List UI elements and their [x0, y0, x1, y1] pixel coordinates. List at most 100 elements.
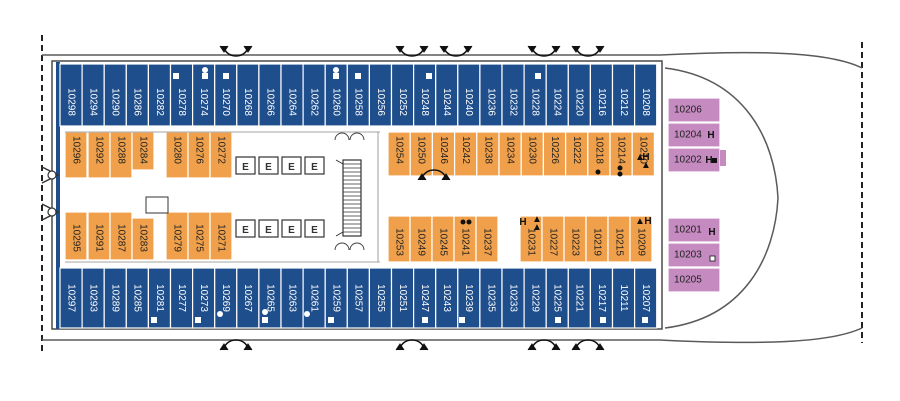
cabin-10273[interactable]: 10273	[192, 267, 216, 329]
cabin-10248[interactable]: 10248	[413, 63, 437, 127]
cabin-10291[interactable]: 10291	[87, 211, 111, 261]
cabin-10208[interactable]: 10208	[633, 63, 658, 127]
cabin-10292[interactable]: 10292	[87, 131, 111, 179]
stair-arrow-icon	[417, 169, 451, 181]
accessibility-marker	[223, 73, 229, 79]
cabin-10227[interactable]: 10227	[541, 215, 565, 263]
cabin-10294[interactable]: 10294	[81, 63, 105, 127]
cabin-10242[interactable]: 10242	[454, 131, 478, 177]
cabin-10222[interactable]: 10222	[564, 131, 589, 177]
cabin-10285[interactable]: 10285	[125, 267, 150, 329]
cabin-10244[interactable]: 10244	[435, 63, 459, 127]
suite-10204[interactable]: 10204	[667, 122, 721, 148]
cabin-10250[interactable]: 10250	[409, 131, 434, 177]
staircase	[335, 159, 362, 237]
cabin-10236[interactable]: 10236	[479, 63, 503, 127]
cabin-10257[interactable]: 10257	[346, 267, 370, 329]
cabin-10298[interactable]: 10298	[59, 63, 83, 127]
cabin-10283[interactable]: 10283	[131, 217, 155, 261]
cabin-10243[interactable]: 10243	[435, 267, 459, 329]
cabin-number: 10248	[419, 88, 430, 116]
cabin-10288[interactable]: 10288	[109, 131, 133, 179]
cabin-number: 10289	[110, 284, 121, 312]
suite-10206[interactable]: 10206	[667, 97, 721, 123]
cabin-10230[interactable]: 10230	[520, 131, 545, 177]
cabin-10234[interactable]: 10234	[498, 131, 522, 177]
cabin-number: 10226	[549, 136, 560, 164]
cabin-10210[interactable]: 10210	[631, 131, 656, 177]
cabin-10279[interactable]: 10279	[165, 211, 189, 261]
elevator-icon: E	[235, 219, 256, 238]
cabin-10225[interactable]: 10225	[545, 267, 569, 329]
cabin-10254[interactable]: 10254	[387, 131, 411, 177]
cabin-10253[interactable]: 10253	[387, 215, 411, 263]
cabin-10245[interactable]: 10245	[431, 215, 455, 263]
cabin-10235[interactable]: 10235	[479, 267, 503, 329]
cabin-10276[interactable]: 10276	[187, 131, 211, 179]
cabin-10218[interactable]: 10218	[587, 131, 611, 177]
elevator-icon: E	[258, 156, 279, 175]
cabin-10275[interactable]: 10275	[187, 211, 211, 261]
hearing-icon: H	[644, 216, 651, 227]
cabin-10293[interactable]: 10293	[81, 267, 105, 329]
cabin-10207[interactable]: 10207	[633, 267, 658, 329]
cabin-10266[interactable]: 10266	[258, 63, 282, 127]
cabin-10261[interactable]: 10261	[302, 267, 326, 329]
suite-10201[interactable]: 10201	[667, 217, 721, 243]
cabin-10220[interactable]: 10220	[567, 63, 591, 127]
cabin-10271[interactable]: 10271	[209, 211, 233, 261]
cabin-10280[interactable]: 10280	[165, 131, 189, 179]
cabin-number: 10216	[596, 88, 607, 116]
cabin-10212[interactable]: 10212	[611, 63, 636, 127]
cabin-10264[interactable]: 10264	[280, 63, 304, 127]
cabin-10252[interactable]: 10252	[390, 63, 415, 127]
cabin-10268[interactable]: 10268	[236, 63, 260, 127]
cabin-10209[interactable]: 10209	[629, 215, 653, 263]
cabin-10240[interactable]: 10240	[457, 63, 481, 127]
cabin-10289[interactable]: 10289	[103, 267, 127, 329]
cabin-10249[interactable]: 10249	[409, 215, 433, 263]
embarkation-arrow-icon	[395, 45, 429, 57]
cabin-10211[interactable]: 10211	[611, 267, 636, 329]
cabin-10284[interactable]: 10284	[131, 131, 155, 171]
suite-10203[interactable]: 10203	[667, 242, 721, 268]
cabin-10216[interactable]: 10216	[589, 63, 614, 127]
cabin-10224[interactable]: 10224	[545, 63, 569, 127]
suite-10205[interactable]: 10205	[667, 267, 721, 293]
cabin-10290[interactable]: 10290	[103, 63, 127, 127]
cabin-10238[interactable]: 10238	[476, 131, 500, 177]
cabin-10246[interactable]: 10246	[431, 131, 456, 177]
cabin-10237[interactable]: 10237	[475, 215, 499, 263]
cabin-10233[interactable]: 10233	[501, 267, 525, 329]
cabin-10267[interactable]: 10267	[236, 267, 260, 329]
cabin-10296[interactable]: 10296	[64, 131, 88, 179]
cabin-10232[interactable]: 10232	[501, 63, 525, 127]
cabin-10269[interactable]: 10269	[214, 267, 238, 329]
cabin-10256[interactable]: 10256	[368, 63, 393, 127]
accessibility-marker	[151, 317, 157, 323]
cabin-10241[interactable]: 10241	[453, 215, 477, 263]
cabin-10251[interactable]: 10251	[390, 267, 415, 329]
cabin-10272[interactable]: 10272	[209, 131, 233, 179]
cabin-number: 10229	[530, 284, 541, 312]
cabin-number: 10281	[154, 284, 165, 312]
cabin-10226[interactable]: 10226	[542, 131, 567, 177]
cabin-10297[interactable]: 10297	[59, 267, 83, 329]
cabin-10229[interactable]: 10229	[523, 267, 547, 329]
cabin-10287[interactable]: 10287	[109, 211, 133, 261]
cabin-10295[interactable]: 10295	[64, 211, 88, 261]
cabin-10262[interactable]: 10262	[302, 63, 326, 127]
cabin-10221[interactable]: 10221	[567, 267, 591, 329]
cabin-number: 10237	[481, 228, 492, 256]
cabin-number: 10206	[674, 105, 702, 116]
cabin-10215[interactable]: 10215	[607, 215, 631, 263]
cabin-10223[interactable]: 10223	[563, 215, 587, 263]
cabin-10282[interactable]: 10282	[147, 63, 172, 127]
embarkation-arrow-icon	[527, 339, 561, 351]
cabin-10263[interactable]: 10263	[280, 267, 304, 329]
cabin-10255[interactable]: 10255	[368, 267, 393, 329]
cabin-number: 10208	[640, 88, 651, 116]
cabin-10277[interactable]: 10277	[169, 267, 194, 329]
cabin-10219[interactable]: 10219	[585, 215, 609, 263]
cabin-10286[interactable]: 10286	[125, 63, 150, 127]
